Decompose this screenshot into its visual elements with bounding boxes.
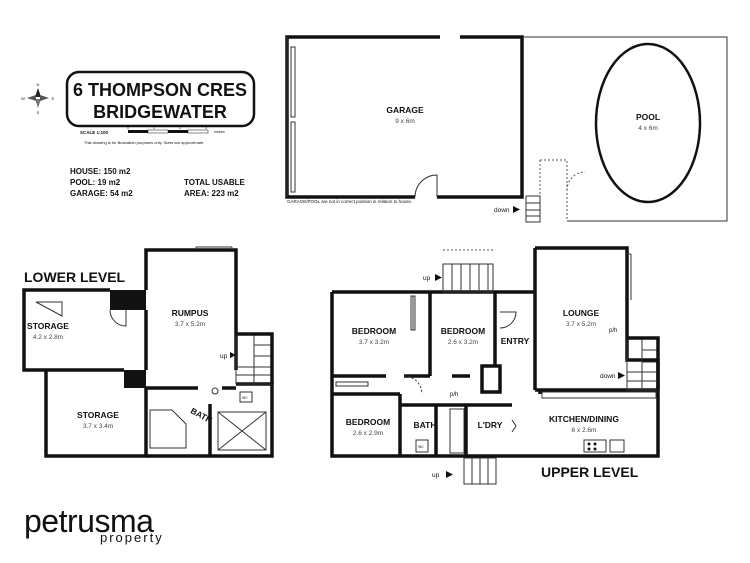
bedroom2-size: 2.6 x 3.2m: [448, 339, 478, 346]
up-arrow-icon: [446, 471, 453, 478]
brand-name: petrusma: [24, 503, 154, 539]
lower-stairs: [235, 333, 273, 385]
laundry-name: L'DRY: [478, 420, 503, 430]
lower-level-title: LOWER LEVEL: [24, 269, 126, 285]
storage1-name: STORAGE: [27, 321, 69, 331]
upper-stairs-down: [626, 337, 659, 391]
bedroom3-size: 2.6 x 2.9m: [353, 430, 383, 437]
upper-level-title: UPPER LEVEL: [541, 464, 639, 480]
pool-shape: [594, 42, 702, 204]
area-pool: POOL: 19 m2: [70, 178, 121, 187]
garage-name: GARAGE: [386, 105, 424, 115]
disclaimer: This drawing is for illustration purpose…: [84, 140, 204, 145]
scale-tick-3: 3: [205, 126, 207, 130]
entry-name: ENTRY: [501, 336, 530, 346]
upper-down-label: down: [600, 373, 616, 380]
bedroom1-name: BEDROOM: [352, 326, 396, 336]
down-arrow-icon: [618, 372, 625, 379]
bedroom3-name: BEDROOM: [346, 417, 390, 427]
upper-wc-label: WC: [418, 445, 424, 449]
upper-level-plan: WC down: [330, 246, 660, 485]
compass-n: N: [37, 82, 40, 87]
pool-size: 4 x 6m: [638, 125, 658, 132]
lower-up-label: up: [220, 353, 228, 360]
ph-label-2: p/h: [609, 328, 617, 334]
upper-stairs-bottom: [463, 457, 497, 485]
compass-icon: N S E W: [21, 82, 55, 115]
address-line2: BRIDGEWATER: [93, 102, 227, 122]
lower-level-plan: WC up RUMPUS 3.7 x 5.2m STORAGE 4.2 x 2.…: [22, 246, 274, 458]
compass-s: S: [37, 110, 40, 115]
wall-block: [110, 290, 146, 310]
upper-up-label-2: up: [432, 472, 440, 479]
scale-tick-1: 1: [153, 126, 155, 130]
scale-tick-0: 0: [127, 126, 129, 130]
area-total-value: AREA: 223 m2: [184, 189, 239, 198]
up-arrow-icon: [230, 352, 236, 358]
scale-tick-2: 2: [179, 126, 181, 130]
garage: GARAGE 9 x 6m: [285, 35, 524, 199]
kitchen-size: 6 x 2.6m: [572, 427, 597, 434]
lower-wc-label: WC: [242, 396, 248, 400]
pool-name: POOL: [636, 112, 660, 122]
compass-w: W: [21, 96, 25, 101]
upper-up-label-1: up: [423, 275, 431, 282]
address-line1: 6 THOMPSON CRES: [73, 80, 247, 100]
up-arrow-icon: [435, 274, 442, 281]
bedroom2-name: BEDROOM: [441, 326, 485, 336]
compass-e: E: [52, 96, 55, 101]
rumpus-name: RUMPUS: [172, 308, 209, 318]
area-total-label: TOTAL USABLE: [184, 178, 246, 187]
pool-yard: down POOL 4 x 6m: [494, 36, 728, 223]
area-house: HOUSE: 150 m2: [70, 167, 131, 176]
pool-stairs: [525, 195, 541, 223]
bedroom1-size: 3.7 x 3.2m: [359, 339, 389, 346]
address-box: [65, 70, 256, 128]
down-arrow-icon: [513, 206, 520, 213]
upper-bath-name: BATH: [414, 420, 437, 430]
storage1-size: 4.2 x 2.8m: [33, 334, 63, 341]
pool-down-label: down: [494, 207, 510, 214]
rumpus-size: 3.7 x 5.2m: [175, 321, 205, 328]
brand-sub: property: [100, 530, 164, 545]
scale-bar: 0 1 2 3 metres: [127, 126, 225, 134]
position-note: GARAGE/POOL are not in correct position …: [287, 199, 412, 204]
scale-tick-unit: metres: [214, 130, 225, 134]
scale-label: SCALE 1:100: [80, 130, 109, 135]
ph-label-1: p/h: [450, 392, 458, 398]
upper-stairs-top: [442, 249, 494, 293]
lounge-name: LOUNGE: [563, 308, 600, 318]
garage-size: 9 x 6m: [395, 118, 415, 125]
storage2-size: 3.7 x 3.4m: [83, 423, 113, 430]
area-garage: GARAGE: 54 m2: [70, 189, 133, 198]
kitchen-name: KITCHEN/DINING: [549, 414, 619, 424]
storage2-name: STORAGE: [77, 410, 119, 420]
lounge-size: 3.7 x 5.2m: [566, 321, 596, 328]
wall-block: [124, 370, 146, 388]
